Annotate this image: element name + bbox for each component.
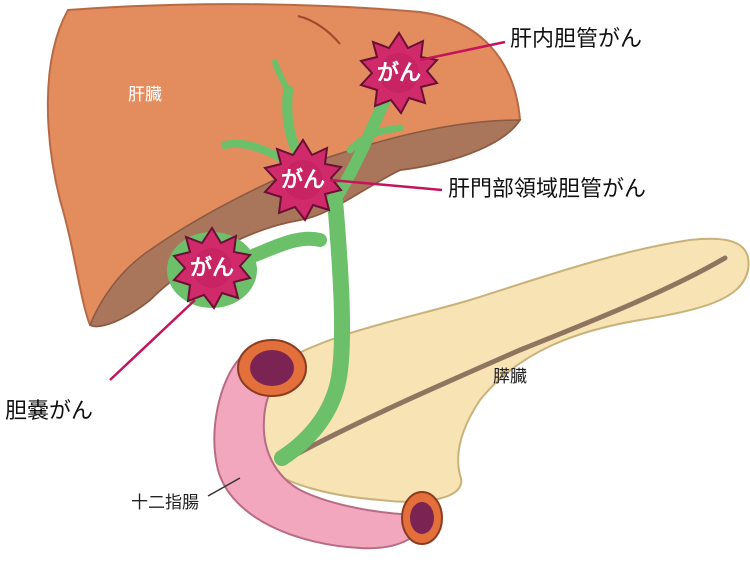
callout-intrahepatic: 肝内胆管がん [510,27,642,52]
tumor-label-hilar: がん [281,167,325,193]
pancreas-label: 膵臓 [493,367,527,387]
leader-line-gallbladder [109,299,196,381]
duodenum-label: 十二指腸 [131,493,199,513]
pancreas [255,237,750,503]
callout-gallbladder: 胆嚢がん [5,399,93,424]
leader-lines [109,40,506,381]
tumor-label-intrahepatic: がん [377,60,421,86]
leader-line-duodenum [207,477,241,497]
leader-line-intrahepatic [419,40,506,62]
liver-label: 肝臓 [128,85,162,105]
duodenum [213,339,443,550]
callout-hilar: 肝門部領域胆管がん [448,177,646,202]
leader-line-hilar [329,178,443,192]
tumor-label-gallbladder: がん [190,255,234,281]
